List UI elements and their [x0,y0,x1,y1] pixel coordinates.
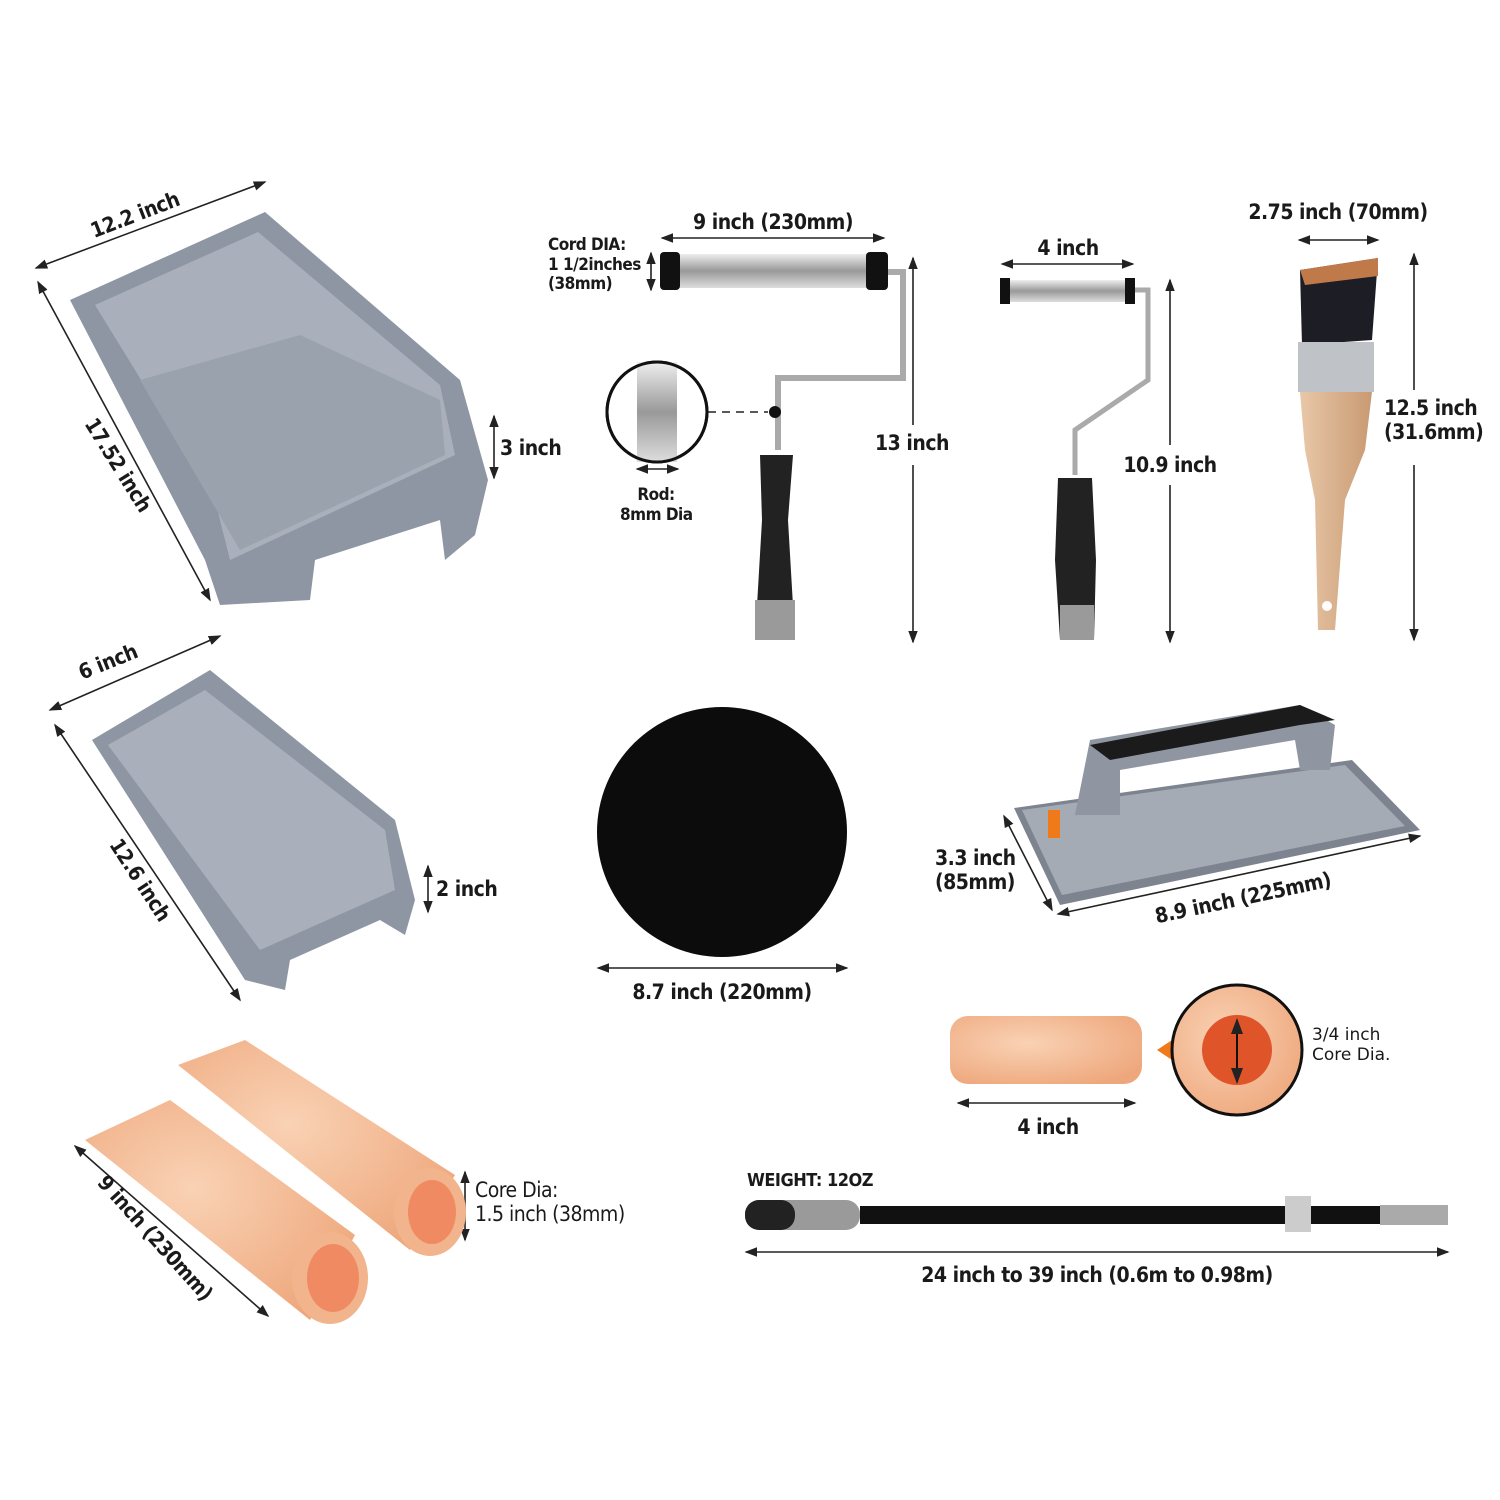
roller-4-width-label: 4 inch [1037,235,1099,260]
mini-core-line: Core Dia. [1312,1044,1391,1065]
pole-sander-block [1014,705,1420,905]
mini-cover-length-label: 4 inch [1017,1114,1079,1139]
large-tray-height-label: 3 inch [500,436,562,460]
sanding-block-width-label: 3.3 inch (85mm) [935,846,1016,894]
roller-9-width-label: 9 inch (230mm) [693,209,853,234]
covers-core-line: 1.5 inch (38mm) [475,1202,625,1227]
disc-diameter-label: 8.7 inch (220mm) [632,979,812,1004]
cord-dia-line: (38mm) [548,274,613,295]
rod-line: Rod: [637,485,675,505]
brush-width-label: 2.75 inch (70mm) [1248,199,1428,224]
covers-core-line: Core Dia: [475,1178,558,1202]
mini-roller-cover [950,983,1304,1117]
small-tray-height-label: 2 inch [436,877,498,901]
roller-4-height-label: 10.9 inch [1123,452,1217,477]
pole-length-label: 24 inch to 39 inch (0.6m to 0.98m) [921,1262,1273,1287]
brush-height-line: 12.5 inch [1384,396,1478,420]
roller-covers-9-inch [85,1040,466,1324]
covers-core-label: Core Dia: 1.5 inch (38mm) [475,1178,625,1226]
roller-frame-9-inch [605,252,906,640]
roller-9-height-label: 13 inch [875,430,949,455]
rod-line: 8mm Dia [620,504,693,525]
roller-frame-4-inch [1000,278,1151,640]
sanding-disc [597,707,847,957]
cord-dia-label: Cord DIA: 1 1/2inches (38mm) [548,235,641,295]
mini-cover-core-label: 3/4 inch Core Dia. [1312,1025,1391,1065]
cord-dia-line: Cord DIA: [548,235,626,255]
rod-dia-label: Rod: 8mm Dia [620,485,693,525]
extension-pole [745,1196,1448,1232]
brush-height-line: (31.6mm) [1384,420,1484,445]
sanding-block-width-line: 3.3 inch [935,846,1016,870]
angled-paint-brush [1298,258,1378,630]
mini-core-line: 3/4 inch [1312,1025,1381,1045]
small-paint-tray [92,670,415,990]
pole-weight-label: WEIGHT: 12OZ [747,1170,874,1191]
sanding-block-width-line: (85mm) [935,870,1015,895]
brush-height-label: 12.5 inch (31.6mm) [1384,396,1484,445]
cord-dia-line: 1 1/2inches [548,254,641,275]
large-paint-tray [70,212,488,605]
